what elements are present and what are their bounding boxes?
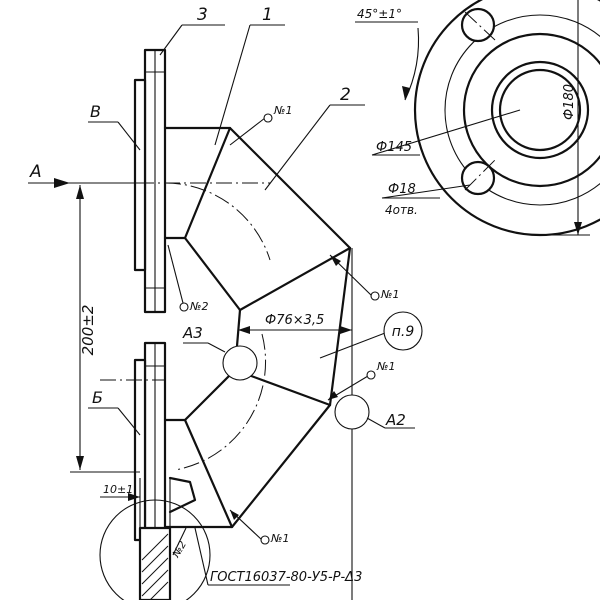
part-2-callout: 2 [264, 85, 365, 191]
surface-b-callout: Б [88, 388, 141, 436]
angle-arc [404, 27, 420, 101]
detail-a2-label: A2 [385, 411, 406, 429]
weld-mark-flange-top: №2 [167, 244, 208, 313]
hole-count-text: 4отв. [385, 203, 418, 217]
detail-a3-callout: A3 [182, 324, 258, 381]
height-dimension-text: 200±2 [79, 305, 97, 356]
surface-v-callout: В [88, 102, 141, 151]
standard-text: ГОСТ16037-80-У5-Р-Δ3 [210, 570, 362, 585]
center-arc [164, 182, 271, 471]
weld-mark-top-right: №1 [329, 254, 399, 301]
part-3-callout: 3 [159, 5, 225, 56]
gap-dimension-text: 10±1 [103, 483, 133, 496]
elbow-segments [163, 126, 352, 529]
svg-text:№1: №1 [380, 288, 399, 301]
detail-a2-callout: A2 [334, 394, 415, 430]
pipe-dimension-text: Ф76×3,5 [265, 313, 324, 328]
weld-mark-middle: №1 [327, 360, 395, 401]
svg-text:№1: №1 [376, 360, 395, 373]
upper-flange [133, 48, 167, 314]
height-dimension: 200±2 [70, 182, 140, 473]
view-a-arrow: A [28, 162, 135, 188]
angle-text: 45°±1° [357, 7, 402, 21]
note-ref-callout: п.9 [319, 311, 423, 359]
pipe-dimension: Ф76×3,5 [238, 313, 352, 334]
bolt-hole-bottom [460, 160, 496, 196]
outer-diameter-text: Ф180 [562, 84, 577, 120]
svg-text:№1: №1 [270, 532, 289, 545]
part-1-callout: 1 [214, 5, 285, 146]
weld-mark-top-left: №1 [229, 104, 292, 146]
surface-b-label: Б [92, 388, 103, 407]
weld-mark-flange-bottom: №2 [171, 527, 189, 560]
part-1-label: 1 [262, 5, 273, 25]
weld-section-detail: 10±1 [99, 476, 211, 600]
detail-a3-label: A3 [182, 324, 203, 342]
note-ref-label: п.9 [392, 324, 415, 340]
flange-view [413, 0, 600, 237]
svg-text:№2: №2 [171, 539, 189, 560]
surface-v-label: В [90, 102, 101, 121]
svg-text:№2: №2 [189, 300, 208, 313]
view-a-label: A [29, 162, 42, 182]
standard-leader [194, 527, 209, 586]
part-3-label: 3 [197, 5, 208, 25]
bolt-circle-leader [371, 109, 521, 156]
part-2-label: 2 [340, 85, 351, 105]
svg-text:№1: №1 [273, 104, 292, 117]
hole-leader [381, 184, 471, 199]
weld-mark-bottom: №1 [229, 509, 289, 545]
bolt-circle-text: Ф145 [376, 140, 412, 155]
hole-diameter-text: Ф18 [388, 182, 416, 197]
